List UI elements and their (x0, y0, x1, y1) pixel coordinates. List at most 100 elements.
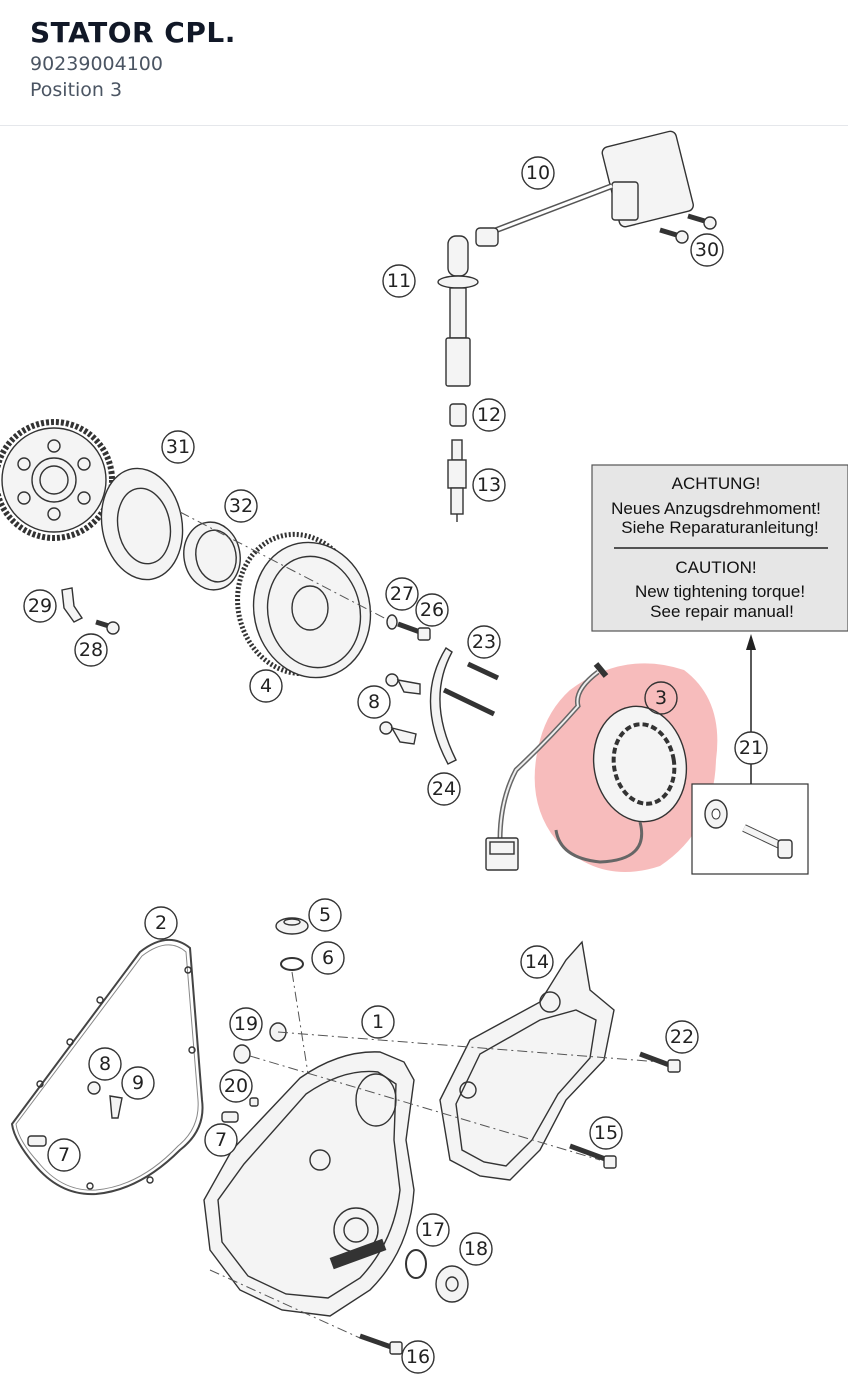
spark-plug-cap[interactable] (437, 235, 479, 387)
callout-15[interactable]: 15 (589, 1116, 623, 1150)
callout-11[interactable]: 11 (382, 264, 416, 298)
callout-22[interactable]: 22 (665, 1020, 699, 1054)
callout-17[interactable]: 17 (416, 1213, 450, 1247)
rotor-washer[interactable] (386, 614, 398, 630)
callout-27[interactable]: 27 (385, 577, 419, 611)
dowel-right[interactable] (221, 1111, 239, 1123)
o-ring[interactable] (280, 957, 304, 971)
cover-seal[interactable] (405, 1249, 427, 1279)
svg-text:15: 15 (594, 1122, 618, 1144)
detail-box[interactable] (691, 783, 809, 875)
svg-text:8: 8 (368, 691, 380, 713)
svg-text:2: 2 (155, 912, 167, 934)
sprocket-cover[interactable] (439, 940, 615, 1181)
svg-text:6: 6 (322, 947, 334, 969)
svg-text:27: 27 (390, 583, 414, 605)
bracket[interactable] (61, 587, 84, 623)
part-header: STATOR CPL. 90239004100 Position 3 (0, 0, 848, 126)
callout-26[interactable]: 26 (415, 593, 449, 627)
small-nut[interactable] (87, 1081, 101, 1095)
callout-29[interactable]: 29 (23, 589, 57, 623)
freewheel-disc[interactable] (93, 462, 191, 586)
cover-bolt-22[interactable] (639, 1051, 681, 1073)
cover-cap[interactable] (435, 1265, 469, 1303)
note-line-torque: New tightening torque! (635, 582, 805, 601)
svg-text:19: 19 (234, 1013, 258, 1035)
callout-7-right[interactable]: 7 (204, 1123, 238, 1157)
callout-21[interactable]: 21 (734, 731, 768, 765)
guide-bolts[interactable] (442, 661, 500, 717)
callout-7-left[interactable]: 7 (47, 1138, 81, 1172)
part-title: STATOR CPL. (30, 16, 236, 49)
callout-24[interactable]: 24 (427, 772, 461, 806)
callout-4[interactable]: 4 (249, 669, 283, 703)
dowel-left[interactable] (27, 1135, 47, 1147)
cover-bolt-16[interactable] (209, 1269, 403, 1355)
svg-text:31: 31 (166, 436, 190, 458)
guide-nuts-lower[interactable] (379, 721, 417, 745)
plug-sleeve[interactable] (449, 403, 467, 427)
callout-13[interactable]: 13 (472, 468, 506, 502)
cover-axis-line (249, 1055, 601, 1161)
svg-text:11: 11 (387, 270, 411, 292)
callout-6[interactable]: 6 (311, 941, 345, 975)
ignition-coil[interactable] (475, 130, 695, 247)
svg-text:32: 32 (229, 495, 253, 517)
sprocket-axis-line (277, 1031, 661, 1063)
rotor[interactable] (225, 523, 383, 689)
chain-guide[interactable] (429, 647, 457, 765)
svg-text:4: 4 (260, 675, 272, 697)
svg-text:7: 7 (215, 1129, 227, 1151)
freewheel-bushing[interactable] (179, 518, 246, 595)
svg-text:21: 21 (739, 737, 763, 759)
callout-2[interactable]: 2 (144, 906, 178, 940)
svg-text:23: 23 (472, 631, 496, 653)
screw-plug[interactable] (275, 917, 309, 935)
callout-19[interactable]: 19 (229, 1007, 263, 1041)
svg-text:30: 30 (695, 239, 719, 261)
starter-gear[interactable] (0, 419, 115, 541)
svg-text:28: 28 (79, 639, 103, 661)
svg-text:7: 7 (58, 1144, 70, 1166)
callout-14[interactable]: 14 (520, 945, 554, 979)
callout-3[interactable]: 3 (644, 681, 678, 715)
callout-18[interactable]: 18 (459, 1232, 493, 1266)
svg-text:22: 22 (670, 1026, 694, 1048)
bracket-bolt[interactable] (95, 619, 120, 635)
coil-bolts[interactable] (659, 213, 717, 244)
svg-text:24: 24 (432, 778, 456, 800)
callout-31[interactable]: 31 (161, 430, 195, 464)
callout-30[interactable]: 30 (690, 233, 724, 267)
rotor-nut[interactable] (397, 621, 431, 641)
spark-plug[interactable] (447, 439, 467, 522)
cover-bolt-15[interactable] (569, 1143, 617, 1169)
callout-23[interactable]: 23 (467, 625, 501, 659)
svg-text:9: 9 (132, 1072, 144, 1094)
callout-28[interactable]: 28 (74, 633, 108, 667)
svg-text:29: 29 (28, 595, 52, 617)
note-line-anzugsdrehmoment: Neues Anzugsdrehmoment! (611, 499, 821, 518)
svg-text:5: 5 (319, 904, 331, 926)
callout-9[interactable]: 9 (121, 1066, 155, 1100)
svg-text:12: 12 (477, 404, 501, 426)
callout-5[interactable]: 5 (308, 898, 342, 932)
callout-10[interactable]: 10 (521, 156, 555, 190)
note-line-caution: CAUTION! (675, 558, 756, 577)
callout-8-upper[interactable]: 8 (357, 685, 391, 719)
gasket[interactable] (10, 939, 204, 1196)
clip[interactable] (109, 1095, 123, 1119)
callout-16[interactable]: 16 (401, 1340, 435, 1374)
pin[interactable] (249, 1097, 259, 1107)
callout-8-lower[interactable]: 8 (88, 1047, 122, 1081)
callout-1[interactable]: 1 (361, 1005, 395, 1039)
stator-highlight[interactable] (485, 662, 718, 873)
guide-nuts-upper[interactable] (385, 673, 421, 695)
callout-12[interactable]: 12 (472, 398, 506, 432)
svg-text:16: 16 (406, 1346, 430, 1368)
note-arrow (746, 634, 756, 784)
exploded-parts-diagram: ACHTUNG! Neues Anzugsdrehmoment! Siehe R… (0, 130, 848, 1374)
ignition-cover[interactable] (203, 1051, 415, 1317)
callout-32[interactable]: 32 (224, 489, 258, 523)
callout-20[interactable]: 20 (219, 1069, 253, 1103)
svg-text:1: 1 (372, 1011, 384, 1033)
